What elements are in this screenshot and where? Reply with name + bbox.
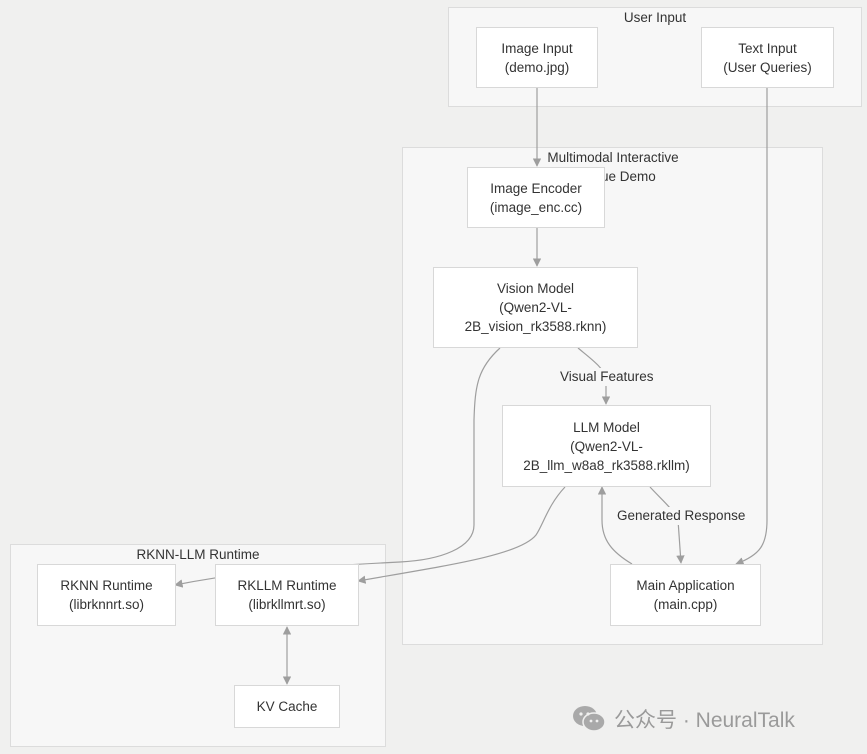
- group-title-user-input: User Input: [623, 10, 687, 25]
- node-image-input-label: Image Input (demo.jpg): [501, 40, 573, 75]
- edge-label-visual-features: Visual Features: [557, 368, 657, 386]
- node-rknn-runtime[interactable]: RKNN Runtime (librknnrt.so): [37, 564, 176, 626]
- node-image-input[interactable]: Image Input (demo.jpg): [476, 27, 598, 88]
- node-vision-model[interactable]: Vision Model (Qwen2-VL- 2B_vision_rk3588…: [433, 267, 638, 348]
- group-title-multimodal-line2: ue Demo: [601, 169, 656, 184]
- node-text-input[interactable]: Text Input (User Queries): [701, 27, 834, 88]
- node-image-encoder[interactable]: Image Encoder (image_enc.cc): [467, 167, 605, 228]
- node-kv-cache-label: KV Cache: [256, 699, 318, 714]
- group-title-runtime: RKNN-LLM Runtime: [136, 547, 260, 562]
- node-text-input-label: Text Input (User Queries): [723, 40, 812, 75]
- node-image-encoder-label: Image Encoder (image_enc.cc): [489, 180, 583, 215]
- node-rkllm-runtime-label: RKLLM Runtime (librkllmrt.so): [237, 578, 337, 612]
- node-vision-model-label: Vision Model (Qwen2-VL- 2B_vision_rk3588…: [464, 281, 607, 334]
- watermark-text: 公众号 · NeuralTalk: [614, 709, 795, 732]
- node-llm-model[interactable]: LLM Model (Qwen2-VL- 2B_llm_w8a8_rk3588.…: [502, 405, 711, 487]
- node-llm-model-label: LLM Model (Qwen2-VL- 2B_llm_w8a8_rk3588.…: [523, 419, 690, 473]
- node-rkllm-runtime[interactable]: RKLLM Runtime (librkllmrt.so): [215, 564, 359, 626]
- watermark: 公众号 · NeuralTalk: [572, 704, 795, 734]
- group-title-multimodal-line1: Multimodal Interactive: [547, 150, 679, 165]
- node-rknn-runtime-label: RKNN Runtime (librknnrt.so): [60, 578, 153, 612]
- edge-label-generated-response: Generated Response: [614, 507, 749, 525]
- wechat-icon: [573, 706, 606, 732]
- node-main-application-label: Main Application (main.cpp): [636, 578, 735, 612]
- node-kv-cache[interactable]: KV Cache: [234, 685, 340, 728]
- node-main-application[interactable]: Main Application (main.cpp): [610, 564, 761, 626]
